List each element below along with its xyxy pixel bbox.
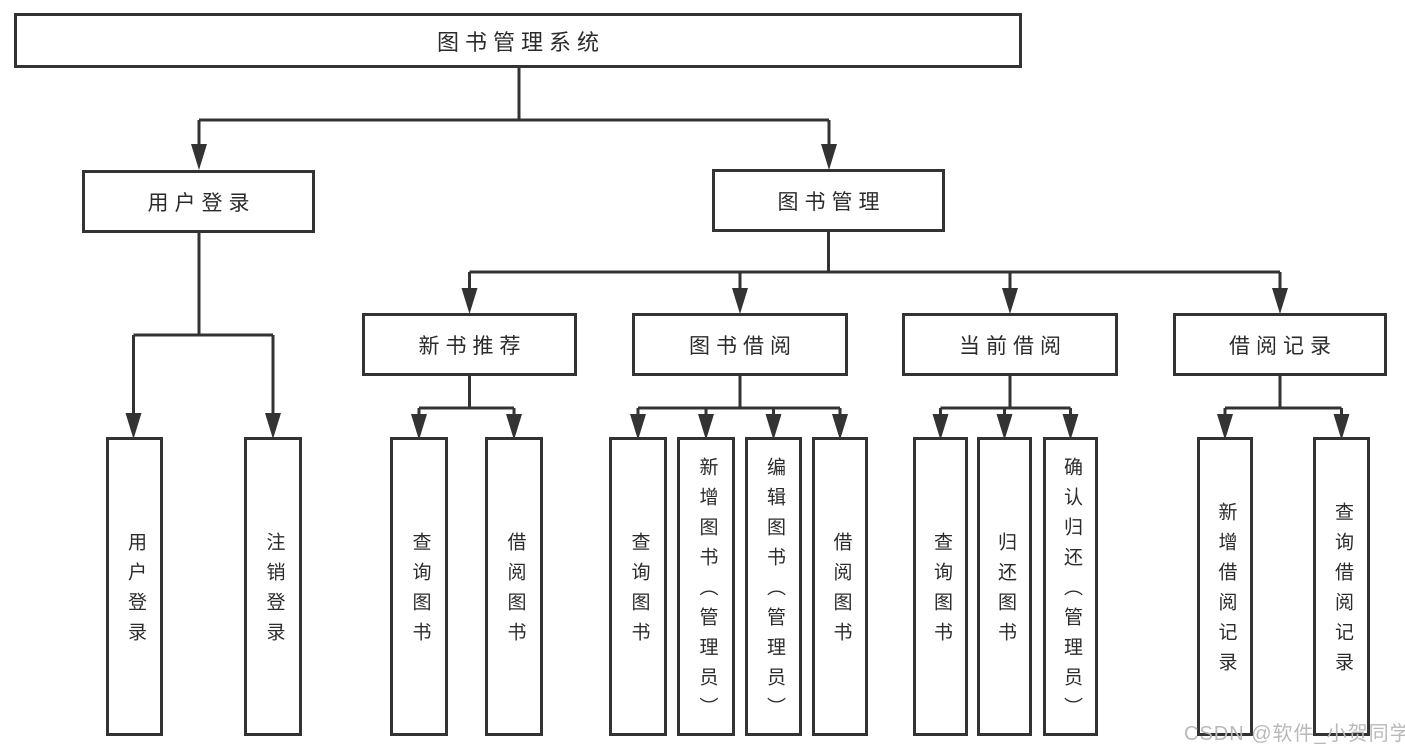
node-user-login: 用户登录 [82, 170, 315, 233]
leaf-label: 编辑图书（管理员） [763, 457, 785, 727]
node-label: 图书管理 [777, 190, 886, 214]
edge-new-book-recommend-children [411, 376, 522, 440]
leaf-label: 新增借阅记录 [1215, 502, 1237, 682]
leaf-query-books-current: 查询图书 [913, 437, 968, 736]
leaf-borrow-books-recommend: 借阅图书 [485, 437, 543, 736]
leaf-logout: 注销登录 [244, 437, 302, 736]
leaf-label: 查询图书 [930, 532, 952, 652]
leaf-label: 查询借阅记录 [1331, 502, 1353, 682]
leaf-label: 新增图书（管理员） [696, 457, 718, 727]
leaf-label: 查询图书 [409, 532, 431, 652]
edge-current-borrow-children [932, 376, 1079, 440]
node-book-borrow: 图书借阅 [632, 313, 848, 376]
node-label: 新书推荐 [418, 334, 527, 358]
leaf-label: 用户登录 [124, 532, 146, 652]
edge-borrow-records-children [1217, 376, 1350, 440]
node-new-book-recommend: 新书推荐 [362, 313, 577, 376]
leaf-label: 归还图书 [994, 532, 1016, 652]
leaf-label: 确认归还（管理员） [1060, 457, 1082, 727]
leaf-label: 借阅图书 [830, 532, 852, 652]
node-label: 图书借阅 [689, 334, 797, 358]
edge-book-mgmt-to-sections [461, 232, 1288, 314]
node-label: 借阅记录 [1229, 334, 1337, 358]
node-library-system-root: 图书管理系统 [14, 13, 1022, 68]
leaf-user-login: 用户登录 [106, 437, 163, 736]
leaf-query-books-borrow: 查询图书 [609, 437, 667, 736]
leaf-edit-book-admin: 编辑图书（管理员） [745, 437, 802, 736]
edge-user-login-children [125, 233, 281, 439]
csdn-watermark: CSDN @软件_小贺同学 [1184, 723, 1405, 745]
node-borrow-records: 借阅记录 [1173, 313, 1387, 376]
leaf-query-books-recommend: 查询图书 [390, 437, 448, 736]
node-book-mgmt: 图书管理 [712, 169, 945, 232]
node-label: 图书管理系统 [436, 29, 605, 55]
leaf-return-books: 归还图书 [977, 437, 1032, 736]
node-label: 当前借阅 [959, 334, 1067, 358]
edge-root-to-level2 [191, 68, 837, 170]
edge-book-borrow-children [630, 376, 848, 440]
leaf-query-borrow-record: 查询借阅记录 [1313, 437, 1370, 736]
leaf-confirm-return-admin: 确认归还（管理员） [1043, 437, 1098, 736]
leaf-label: 借阅图书 [504, 532, 526, 652]
node-label: 用户登录 [147, 191, 256, 215]
leaf-add-book-admin: 新增图书（管理员） [677, 437, 735, 736]
node-current-borrow: 当前借阅 [902, 313, 1118, 376]
leaf-add-borrow-record: 新增借阅记录 [1197, 437, 1253, 736]
leaf-label: 查询图书 [628, 532, 650, 652]
leaf-borrow-books: 借阅图书 [812, 437, 868, 736]
leaf-label: 注销登录 [263, 532, 285, 652]
